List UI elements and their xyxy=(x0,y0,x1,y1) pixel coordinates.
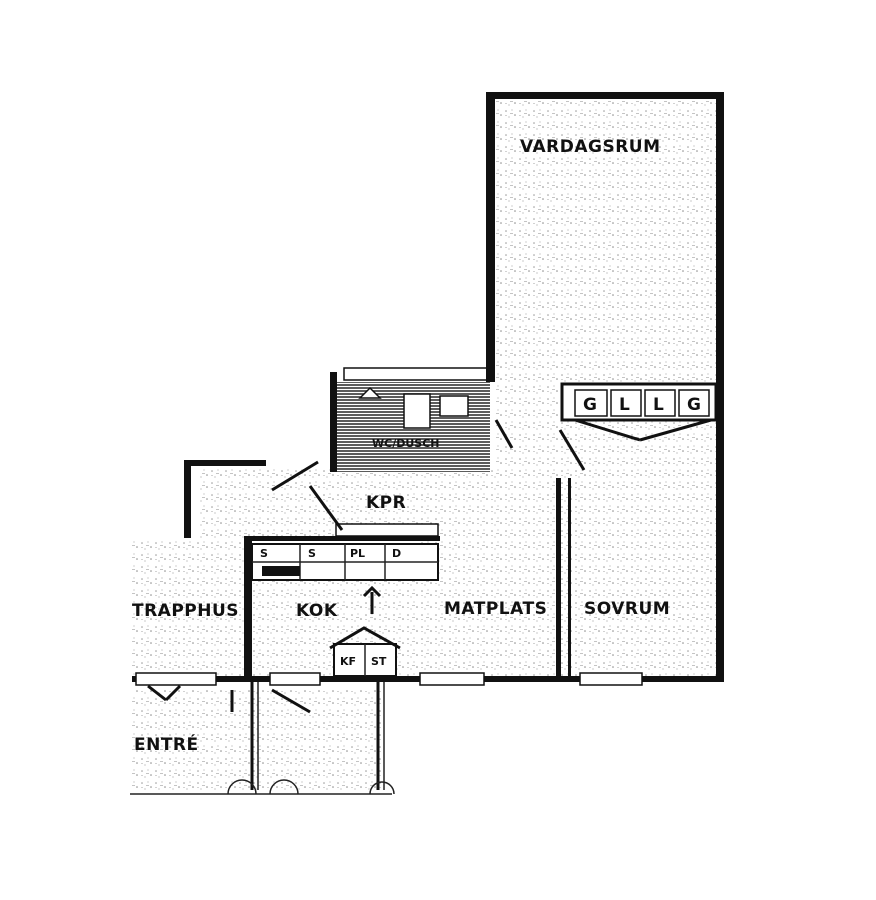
kitchen-counter: S S PL D xyxy=(251,523,439,614)
kitchen-unit-label: D xyxy=(392,547,401,560)
windows xyxy=(135,672,643,686)
label-entre: ENTRÉ xyxy=(134,733,199,755)
label-kpr: KPR xyxy=(366,493,406,513)
appliance-block: KF ST xyxy=(329,626,401,677)
closet-label: G xyxy=(687,395,701,415)
room-labels: VARDAGSRUM WC/DUSCH KPR KOK MATPLATS SOV… xyxy=(132,137,670,755)
kitchen-unit-label: S xyxy=(308,547,316,560)
closet-label: L xyxy=(619,395,630,415)
label-sovrum: SOVRUM xyxy=(584,599,670,619)
closet-label: L xyxy=(653,395,664,415)
label-trapphus: TRAPPHUS xyxy=(132,601,239,621)
label-matplats: MATPLATS xyxy=(444,599,547,619)
label-kok: KOK xyxy=(296,601,338,621)
wc-dusch-room xyxy=(336,367,495,472)
closet-label: G xyxy=(583,395,597,415)
label-wc-dusch: WC/DUSCH xyxy=(372,437,440,450)
appliance-label: ST xyxy=(371,655,387,668)
label-vardagsrum: VARDAGSRUM xyxy=(520,137,661,157)
entry-corridor xyxy=(130,682,395,795)
doors xyxy=(147,419,514,714)
kitchen-unit-label: PL xyxy=(350,547,365,560)
closets: G L L G xyxy=(558,382,718,471)
kitchen-unit-label: S xyxy=(260,547,268,560)
appliance-label: KF xyxy=(340,655,356,668)
